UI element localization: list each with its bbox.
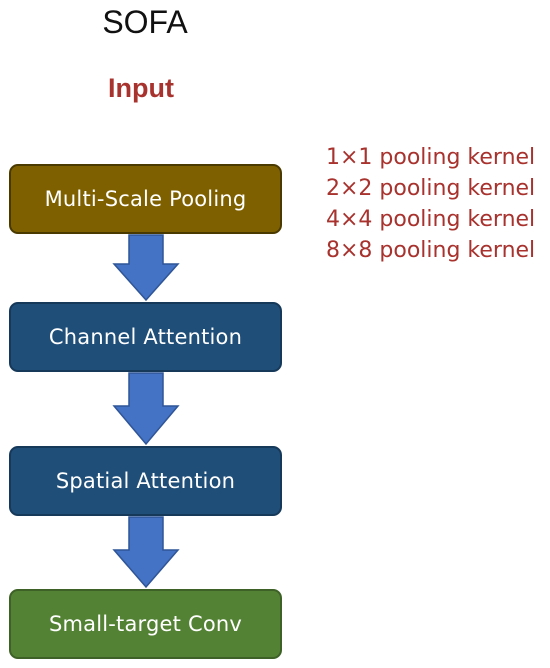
spatial-attention-block: Spatial Attention bbox=[9, 446, 282, 516]
small-target-conv-label: Small-target Conv bbox=[48, 612, 243, 636]
down-arrow-icon bbox=[111, 234, 181, 302]
multi-scale-pooling-label: Multi-Scale Pooling bbox=[44, 187, 247, 211]
spatial-attention-label: Spatial Attention bbox=[55, 469, 236, 493]
pooling-kernel-list: 1×1 pooling kernel 2×2 pooling kernel 4×… bbox=[326, 142, 535, 266]
down-arrow-icon bbox=[111, 516, 181, 589]
kernel-item: 8×8 pooling kernel bbox=[326, 238, 536, 263]
channel-attention-label: Channel Attention bbox=[48, 325, 243, 349]
down-arrow-icon bbox=[111, 372, 181, 446]
input-label: Input bbox=[108, 73, 174, 103]
kernel-item: 2×2 pooling kernel bbox=[326, 176, 536, 201]
diagram-title: SOFA bbox=[102, 4, 188, 40]
multi-scale-pooling-block: Multi-Scale Pooling bbox=[9, 164, 282, 234]
kernel-item: 1×1 pooling kernel bbox=[326, 145, 536, 170]
kernel-item: 4×4 pooling kernel bbox=[326, 207, 536, 232]
channel-attention-block: Channel Attention bbox=[9, 302, 282, 372]
small-target-conv-block: Small-target Conv bbox=[9, 589, 282, 659]
